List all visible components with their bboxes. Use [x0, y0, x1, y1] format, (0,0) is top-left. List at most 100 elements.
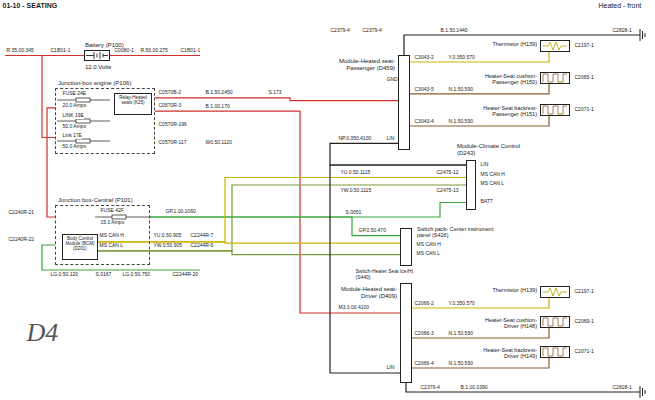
heater-box: Heater-Seat cushion- Driver (H148) [540, 316, 570, 328]
wire-label: LIN [480, 162, 489, 168]
wire-connector [98, 251, 400, 255]
wire-label: FUSE 42F [100, 208, 124, 214]
fuse-symbol [76, 119, 90, 123]
part-name: Module-Heated seat- Driver (D409) [339, 286, 397, 300]
wire-label: N.1.50.590 [448, 87, 473, 93]
wire-connector [412, 298, 549, 308]
wire-label: C2240R-22 [8, 237, 35, 243]
wire-label: C2244R-6 [190, 243, 214, 249]
sensor-box: Thermistor (H139) [540, 286, 570, 298]
wire-label: C1B01-1 [180, 48, 201, 54]
wire-label: NP.0.350.4100 [338, 136, 372, 142]
ground-symbol [640, 29, 645, 41]
module-box: Module-Climate Control (D243) [466, 160, 476, 210]
heater-box: Heater-Seat cushion- Passenger (H150) [540, 72, 570, 84]
wire-label: C3043-2 [414, 55, 434, 61]
wire-label: C2071-1 [574, 107, 594, 113]
wire-label: LIN [386, 136, 395, 142]
ground-wire [406, 383, 640, 392]
wire-label: 50.0 Amps [62, 144, 87, 150]
heater-box: Heater-Seat backrest- Passenger (H151) [540, 104, 570, 116]
wire-label: C0570B-2 [158, 90, 182, 96]
ground-symbol [640, 386, 645, 398]
battery-symbol [86, 52, 108, 59]
wire-label: FUSE 24E [62, 91, 87, 97]
part-value: 12.0 Volts [85, 64, 125, 71]
wire-label: C2240R-21 [8, 210, 35, 216]
wire-label: N.1.50.590 [448, 119, 473, 125]
wire-label: C3043-5 [414, 87, 434, 93]
wire-label: C0570R-196 [158, 122, 187, 128]
part-name: Heater-Seat cushion- Driver (H148) [477, 317, 537, 330]
wire-connector [412, 358, 549, 368]
wire-label: C2379-4 [362, 28, 382, 34]
wire-connector [412, 328, 549, 338]
fuse-symbol [76, 98, 90, 102]
ground-wire [404, 35, 640, 55]
wire-label: MS CAN H [416, 242, 441, 248]
module-box: Body Control Module (BCM) (D201) [62, 234, 98, 260]
wire-connector [410, 84, 549, 94]
wire-connector [47, 108, 55, 217]
battery-box: Battery (P100)12.0 Volts [84, 50, 110, 61]
wire-label: BATT [480, 199, 493, 205]
wire-label: C2244R-20 [172, 272, 199, 278]
wire-label: M3.3.00.4100 [338, 305, 370, 311]
fuse-symbol [112, 215, 126, 219]
part-name: Switch pack- Center instrument panel (S4… [417, 226, 507, 239]
wire-label: MS CAN H [480, 172, 505, 178]
page-title: 01-10 - SEATING [2, 2, 58, 10]
battery-wire [5, 55, 200, 56]
part-name: Module-Heated seat- Passenger (D459) [337, 58, 395, 72]
part-name: Relay-Heated seats (K25) [115, 94, 151, 106]
wire-label: MS CAN L [416, 251, 441, 257]
wire-label: W0.50.1120 [205, 140, 233, 146]
part-name: Battery (P100) [85, 42, 155, 49]
part-name: Heater-Seat backrest- Driver (H149) [477, 347, 537, 360]
wire-label: C2828-1 [612, 28, 632, 34]
wire-label: R.35.00.345 [6, 48, 34, 54]
wire-label: 15.0 Amps [100, 220, 125, 226]
wire-label: YU.0.50.905 [153, 233, 182, 239]
part-name: Heater-Seat backrest- Passenger (H151) [477, 105, 537, 118]
wire-connector [155, 98, 398, 101]
part-name: Heater-Seat cushion- Passenger (H150) [477, 73, 537, 86]
part-name: Module-Climate Control (D243) [457, 143, 527, 157]
wire-connector [98, 185, 466, 251]
symbol-line [543, 318, 567, 326]
wire-label: C2065-1 [574, 75, 594, 81]
wire-label: C0570R-117 [158, 140, 187, 146]
heater-symbol [541, 105, 569, 115]
heater-symbol [541, 73, 569, 83]
wire-label: C0080-1 [114, 48, 134, 54]
wire-label: S.0167 [95, 272, 112, 278]
wire-connector [98, 178, 466, 242]
symbol-line [543, 106, 567, 114]
wire-label: B.1.50.1440 [440, 28, 468, 34]
thermistor-symbol [541, 287, 569, 297]
heater-box: Heater-Seat backrest- Driver (H149) [540, 346, 570, 358]
wire-connector [330, 165, 466, 373]
signal-wire [42, 245, 200, 270]
wire-connector [410, 52, 549, 62]
wire-label: R.50.00.275 [140, 48, 168, 54]
part-name: Junction box-Central (P101) [58, 197, 178, 204]
wire-label: C2071-1 [574, 349, 594, 355]
part-name: Thermistor (H139) [477, 287, 537, 293]
wire-label: GND [386, 77, 398, 83]
wire-label: B.1.00.3390 [460, 385, 488, 391]
wire-label: Y.0.350.570 [448, 301, 475, 307]
wire-label: C2828-1 [612, 385, 632, 391]
wire-connector [410, 116, 549, 126]
part-name: Thermistor (H139) [477, 41, 537, 47]
wire-label: MS CAN L [480, 181, 505, 187]
wire-label: 50.0 Amps [62, 124, 87, 130]
wire-label: YU.0.50.1115 [340, 170, 371, 176]
wire-label: GP.1.00.1060 [165, 209, 196, 215]
wire-label: LG.0.50.120 [50, 272, 79, 278]
wire-label: S.173 [268, 90, 282, 96]
wire-label: C2475-12 [436, 170, 459, 176]
wire-label: N.1.50.590 [448, 331, 473, 337]
wire-label: Link 17E [62, 133, 82, 139]
